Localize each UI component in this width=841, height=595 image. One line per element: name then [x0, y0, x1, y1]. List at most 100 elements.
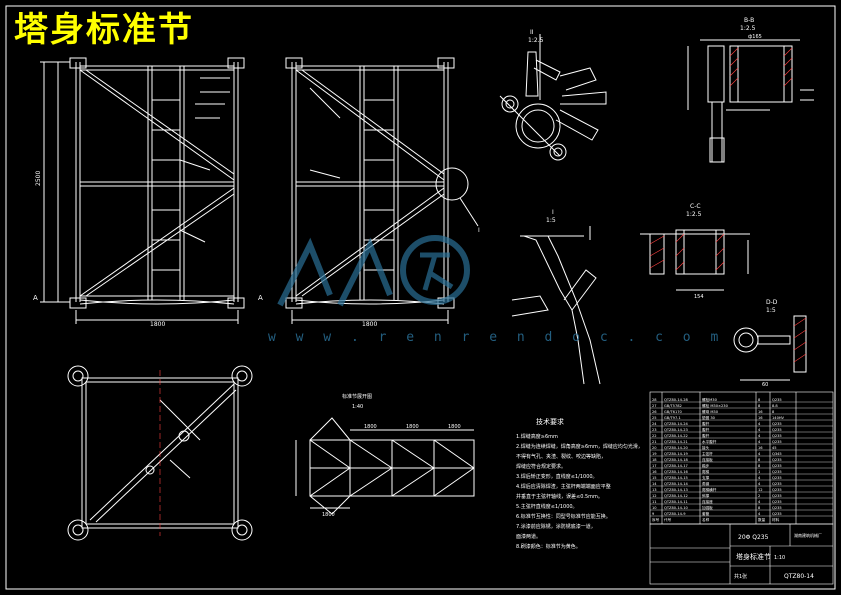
truss-dim-3: 1800	[448, 424, 461, 430]
parts-cell: QTZ80-14-16	[664, 470, 689, 474]
parts-cell: Q235	[772, 422, 782, 426]
note-line: 焊缝应符合规定要求。	[516, 463, 566, 470]
parts-cell: QTZ80-14-24	[664, 422, 689, 426]
parts-cell: 接头	[702, 445, 710, 450]
parts-cell: 腹杆	[702, 433, 710, 438]
section-dd-title: D-D	[766, 299, 778, 306]
parts-cell: 8	[758, 464, 761, 468]
parts-cell: 4	[758, 452, 761, 456]
parts-cell: 爬梯	[702, 469, 710, 474]
detail-ii-view	[499, 34, 607, 161]
parts-cell: 27	[652, 404, 657, 408]
parts-cell: 螺母 M30	[702, 409, 719, 414]
section-dd-scale: 1:5	[766, 307, 776, 314]
parts-cell: QTZ80-14-17	[664, 464, 688, 468]
truss-dim-2: 1800	[406, 424, 419, 430]
drawing-title: 塔身标准节	[14, 10, 194, 50]
note-line: 4.焊后应清除焊渣，主弦杆两端端面应平整	[516, 483, 611, 490]
parts-cell: 4	[758, 482, 761, 486]
note-line: 1.焊缝高度≥6mm	[516, 433, 558, 440]
parts-cell: 8	[758, 506, 761, 510]
parts-cell: 4	[758, 428, 761, 432]
parts-cell: Q235	[772, 494, 782, 498]
parts-cell: 11	[652, 500, 657, 504]
parts-cell: 22	[652, 434, 657, 438]
parts-cell: 16	[652, 470, 657, 474]
parts-cell: 8	[772, 410, 775, 414]
parts-cell: 10	[652, 506, 657, 510]
parts-cell: QTZ80-14-9	[664, 512, 686, 516]
parts-cell: 16	[758, 410, 763, 414]
parts-cell: Q235	[772, 482, 782, 486]
material-label: 20Φ Q235	[738, 534, 769, 541]
parts-cell: 支撑	[702, 475, 710, 480]
detail-ii-title: II	[530, 29, 534, 36]
note-line: 不得有气孔、夹渣、裂纹、咬边等缺陷，	[516, 453, 606, 460]
parts-cell: Q235	[772, 476, 782, 480]
parts-cell: 8	[758, 404, 761, 408]
truss-dim-1: 1800	[364, 424, 377, 430]
note-line: 3.焊后矫正变形，直线度≤1/1000。	[516, 473, 598, 480]
drawing-number: QTZ80-14	[784, 573, 814, 580]
parts-cell: 21	[652, 440, 657, 444]
truss-development	[295, 417, 475, 515]
parts-cell: 4	[758, 512, 761, 516]
parts-cell: 1	[758, 470, 760, 474]
note-line: 6.标准节互换性：同型号标准节应能互换。	[516, 513, 611, 520]
notes-heading: 技术要求	[536, 417, 564, 426]
truss-dim-bottom: 1800	[322, 512, 335, 518]
parts-cell: Q235	[772, 500, 782, 504]
section-bb-dim: ф165	[748, 34, 762, 40]
parts-cell: 14	[652, 482, 657, 486]
watermark-url: w w w . r e n r e n d o c . c o m	[268, 330, 725, 345]
parts-header-cell: 数量	[758, 517, 766, 522]
note-line: 5.主弦杆直线度≤1/1000。	[516, 503, 578, 510]
parts-header-cell: 材料	[772, 517, 780, 522]
scale-label: 1:10	[774, 555, 785, 561]
parts-cell: 23	[652, 428, 657, 432]
parts-cell: 腹杆	[702, 427, 710, 432]
parts-cell: 16	[758, 416, 763, 420]
parts-cell: 连接座	[702, 499, 713, 504]
parts-cell: QTZ80-14-22	[664, 434, 688, 438]
parts-cell: 25	[652, 416, 657, 420]
section-mark-a-right: A	[258, 294, 263, 302]
parts-cell: Q235	[772, 506, 782, 510]
parts-cell: 斜撑	[702, 493, 710, 498]
parts-cell: 垫圈 30	[702, 415, 716, 420]
dim-width-right: 1800	[362, 321, 377, 328]
sheet-label: 共1张	[734, 573, 747, 580]
parts-cell: 螺栓M30	[702, 397, 718, 402]
parts-cell: QTZ80-14-14	[664, 482, 689, 486]
parts-cell: QTZ80-14-23	[664, 428, 688, 432]
note-line: 面漆两道。	[516, 533, 541, 540]
parts-cell: QTZ80-14-15	[664, 476, 688, 480]
note-line: 2.焊缝为连续焊缝，焊角高度≥6mm，焊缝应均匀光滑，	[516, 443, 643, 450]
parts-cell: 28	[652, 398, 657, 402]
parts-cell: 8.8	[772, 404, 778, 408]
parts-cell: 2	[758, 494, 760, 498]
parts-cell: 爬梯横杆	[702, 487, 717, 492]
detail-i-title: I	[552, 209, 554, 216]
parts-cell: GB/T97.1	[664, 416, 681, 420]
parts-cell: 12	[758, 488, 763, 492]
company-label: 湖南建筑机械厂	[794, 532, 822, 538]
parts-cell: 8	[758, 458, 761, 462]
parts-cell: Q235	[772, 440, 782, 444]
section-cc-scale: 1:2.5	[686, 211, 702, 218]
drawing-border	[5, 5, 836, 590]
truss-title: 标准节展开图	[342, 393, 372, 400]
parts-cell: 13	[652, 488, 657, 492]
parts-cell: QTZ80-14-11	[664, 500, 688, 504]
section-dd-dim: 60	[762, 382, 768, 388]
parts-header-cell: 代号	[664, 517, 672, 522]
section-bb-title: B-B	[744, 17, 754, 24]
parts-cell: 套管	[702, 511, 710, 516]
parts-cell: Q235	[772, 458, 782, 462]
parts-cell: 主弦杆	[702, 451, 713, 456]
parts-cell: 140HV	[772, 416, 785, 420]
parts-cell: Q235	[772, 464, 782, 468]
section-bb-view	[687, 39, 814, 163]
section-cc-title: C-C	[690, 203, 701, 210]
watermark-logo	[277, 235, 470, 307]
